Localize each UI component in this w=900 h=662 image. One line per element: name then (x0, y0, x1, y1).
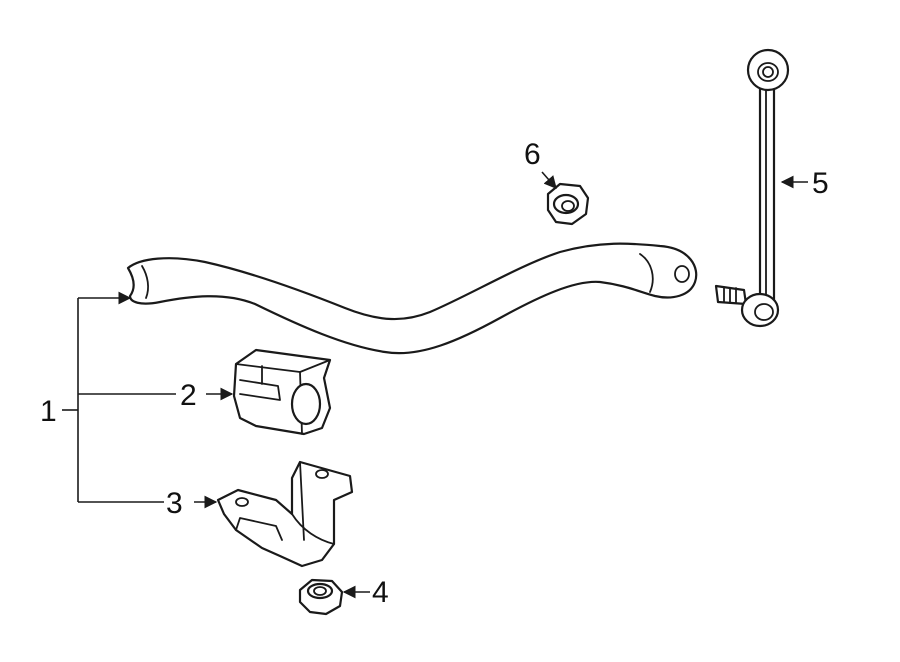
callout-2: 2 (180, 379, 197, 412)
stabilizer-link (714, 48, 790, 328)
callout-4: 4 (372, 576, 389, 609)
callout-5: 5 (812, 167, 829, 200)
nut-6 (546, 182, 590, 226)
leader-lines (62, 171, 808, 599)
stabilizer-bar (126, 242, 698, 355)
callout-3: 3 (166, 487, 183, 520)
nut-4 (298, 578, 344, 616)
bushing (232, 348, 332, 436)
callout-6: 6 (524, 138, 541, 171)
bushing-bracket (216, 460, 354, 568)
callout-1: 1 (40, 395, 57, 428)
